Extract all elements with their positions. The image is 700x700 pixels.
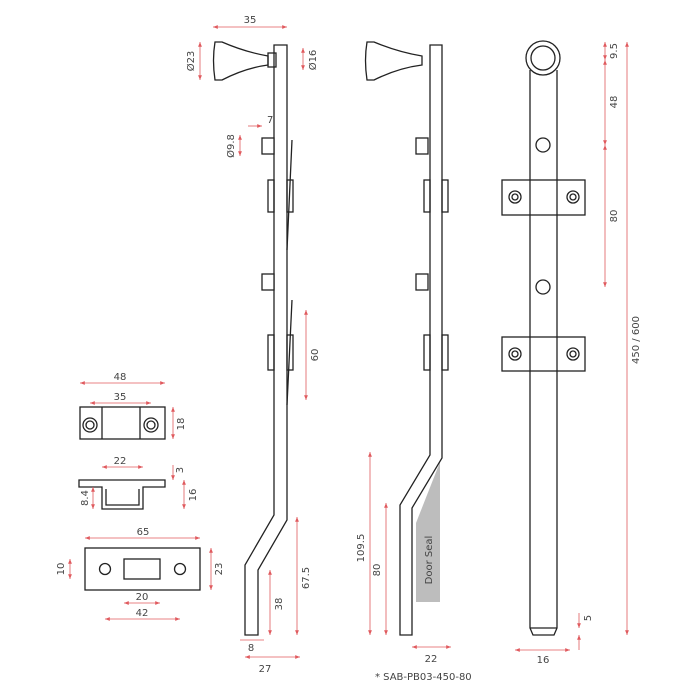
dim-pin-diameter: Ø9.8 <box>225 134 237 158</box>
dim-seal-height: 80 <box>372 564 383 577</box>
rod-outline <box>244 44 288 636</box>
knob-pin <box>267 52 277 68</box>
knob <box>364 41 423 81</box>
dim-bend-height: 109.5 <box>356 534 367 563</box>
dim-keeper-hole-spacing: 35 <box>114 392 127 403</box>
dim-total-length: 450 / 600 <box>631 316 642 364</box>
dim-base-diameter: Ø16 <box>307 50 319 71</box>
bracket <box>441 179 449 213</box>
dim-bottom-height: 38 <box>274 598 285 611</box>
hole <box>535 279 551 295</box>
bracket <box>267 334 275 371</box>
dim-rod-width: 8 <box>248 643 254 654</box>
knob <box>212 41 269 81</box>
dim-offset: 22 <box>425 654 438 665</box>
dim-depth: 16 <box>188 489 199 502</box>
spring <box>286 139 293 406</box>
dim-plate-height: 23 <box>214 563 225 576</box>
bracket <box>423 334 431 371</box>
pin-block <box>415 273 429 291</box>
strike-plate: 65 10 23 20 42 <box>56 527 225 621</box>
dim-total-offset: 27 <box>259 664 272 675</box>
side-view: 35 Ø23 Ø16 7 Ø9.8 60 67.5 38 8 27 <box>185 15 321 675</box>
pin-block <box>415 137 429 155</box>
dim-plate-width: 65 <box>137 527 150 538</box>
dim-pin-offset: 7 <box>267 115 273 126</box>
dim-rod-diameter: 16 <box>537 655 550 666</box>
dim-inner-depth: 8.4 <box>80 490 91 506</box>
dim-ring-offset: 9.5 <box>609 43 620 59</box>
dim-offset-height: 67.5 <box>301 567 312 589</box>
dim-slot-width: 22 <box>114 456 127 467</box>
front-view: 9.5 48 80 450 / 600 5 16 <box>501 40 642 666</box>
dim-knob-diameter: Ø23 <box>185 51 197 72</box>
hole <box>535 137 551 153</box>
rod-outline <box>529 70 558 636</box>
bracket <box>441 334 449 371</box>
dim-first-hole: 48 <box>609 96 620 109</box>
dim-bracket-spacing: 60 <box>310 349 321 362</box>
dim-plate-slot-width: 20 <box>136 592 149 603</box>
pin-block-top <box>261 137 275 155</box>
bracket <box>423 179 431 213</box>
door-seal-area <box>416 462 440 602</box>
bracket <box>267 179 275 213</box>
bracket-top <box>501 179 586 216</box>
dim-plate-hole-spacing: 42 <box>136 608 149 619</box>
dim-knob-length: 35 <box>244 15 257 26</box>
dim-hole-spacing: 80 <box>609 210 620 223</box>
dim-keeper-width: 48 <box>114 372 127 383</box>
strike-side: 22 3 16 8.4 <box>78 456 199 510</box>
dim-keeper-height: 18 <box>176 418 187 431</box>
door-seal-label: Door Seal <box>424 536 435 585</box>
dim-tip-length: 5 <box>583 615 594 621</box>
seal-view: Door Seal 109.5 80 22 * SAB-PB03-450-80 <box>356 41 472 683</box>
product-code-caption: * SAB-PB03-450-80 <box>375 672 472 683</box>
keeper: 48 35 18 <box>79 372 187 440</box>
bracket-bottom <box>501 336 586 372</box>
dim-slot-height: 10 <box>56 563 67 576</box>
dim-plate-thickness: 3 <box>175 467 186 473</box>
pin-block-mid <box>261 273 275 291</box>
